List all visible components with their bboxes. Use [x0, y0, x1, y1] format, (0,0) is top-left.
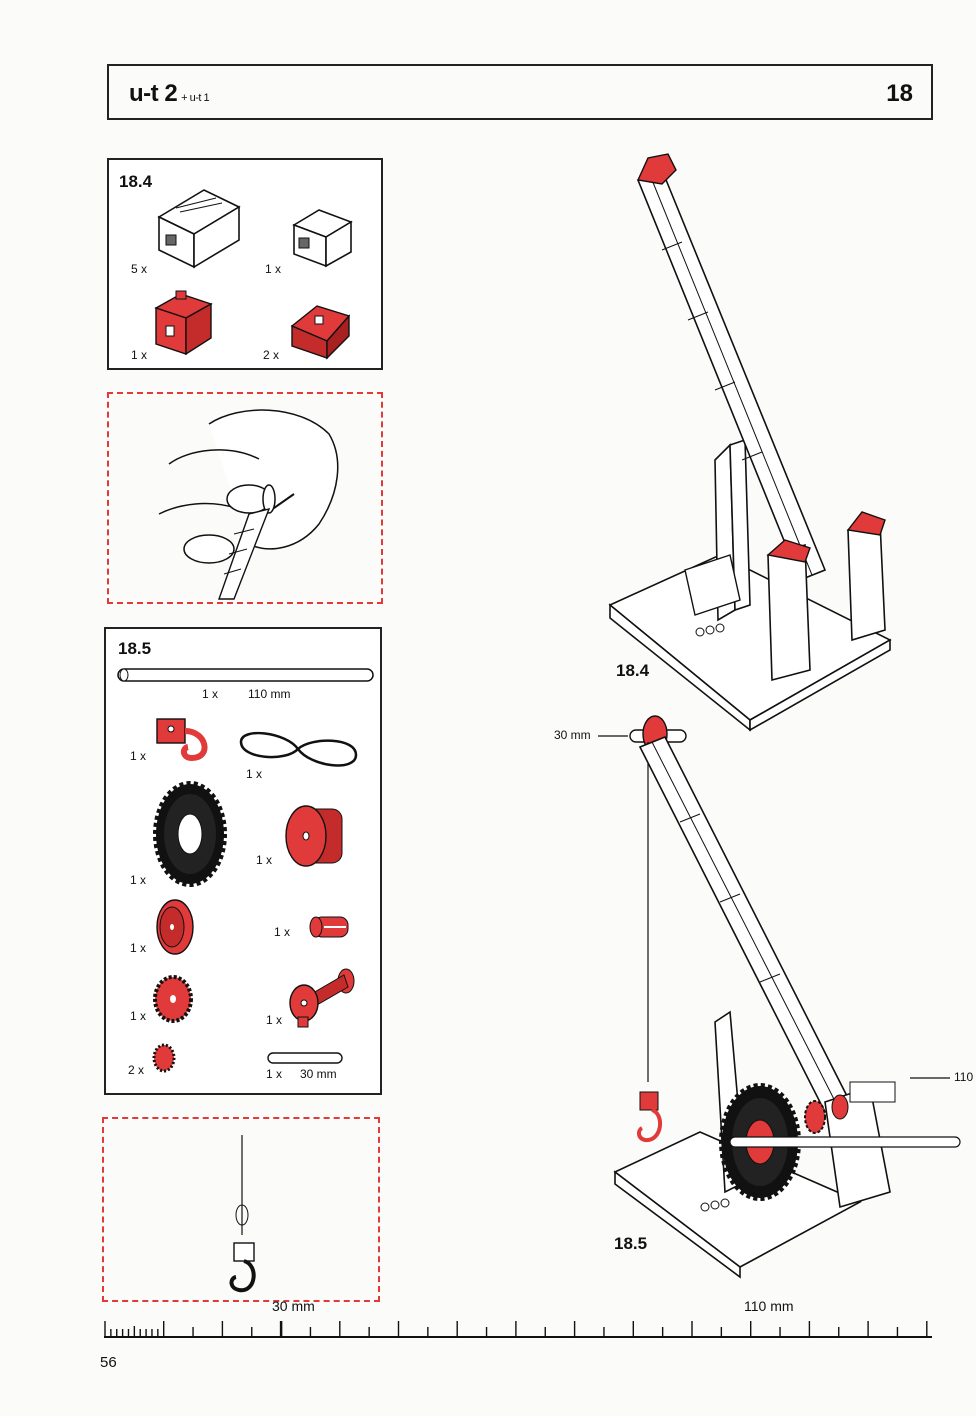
- red-clip-icon: [309, 916, 349, 938]
- qty-label: 1 x: [130, 1009, 147, 1023]
- qty-label: 1 x: [265, 262, 282, 276]
- hand-assembly-illustration: [158, 409, 339, 600]
- model-subtitle: + u-t 1: [181, 92, 210, 104]
- length-label: 110 mm: [248, 687, 291, 701]
- qty-label: 1 x: [202, 687, 219, 701]
- ruler-label-110mm: 110 mm: [744, 1298, 794, 1314]
- page-number: 56: [100, 1354, 117, 1371]
- qty-label: 1 x: [246, 767, 263, 781]
- red-gear-small-icon: [152, 1043, 176, 1073]
- qty-label: 1 x: [131, 348, 148, 362]
- step-code: 18: [886, 80, 913, 107]
- assembly-detail-hand: [107, 392, 383, 604]
- measurement-ruler: [104, 1321, 932, 1338]
- panel-title: 18.4: [119, 172, 153, 191]
- qty-label: 5 x: [131, 262, 148, 276]
- qty-label: 1 x: [256, 853, 273, 867]
- panel-title: 18.5: [118, 639, 152, 658]
- red-gear-large-icon: [153, 975, 193, 1023]
- model-title: u-t 2+ u-t 1: [129, 80, 210, 107]
- axle-30mm-icon: [267, 1052, 343, 1064]
- building-block-30-icon: [157, 189, 241, 269]
- red-hub-icon: [285, 805, 343, 867]
- qty-label: 1 x: [274, 925, 291, 939]
- callout-110: 110: [954, 1070, 974, 1084]
- building-block-15-icon: [292, 209, 353, 268]
- figure-label-18-5: 18.5: [614, 1234, 648, 1253]
- hook-string-illustration: [229, 1135, 256, 1293]
- red-pulley-icon: [156, 899, 194, 955]
- red-roof-block-icon: [290, 305, 351, 360]
- red-angle-block-icon: [154, 290, 213, 356]
- length-label: 30 mm: [300, 1067, 337, 1081]
- qty-label: 1 x: [266, 1067, 283, 1081]
- figure-label-18-4: 18.4: [616, 661, 650, 680]
- assembly-detail-hook: [102, 1117, 380, 1302]
- crane-18-4-illustration: [608, 153, 892, 732]
- qty-label: 1 x: [266, 1013, 283, 1027]
- crane-18-5-illustration: [598, 715, 961, 1279]
- callout-30mm: 30 mm: [554, 728, 591, 742]
- qty-label: 1 x: [130, 941, 147, 955]
- qty-label: 1 x: [130, 749, 147, 763]
- qty-label: 1 x: [130, 873, 147, 887]
- qty-label: 2 x: [263, 348, 280, 362]
- parts-panel-18-5: 18.5 1 x 110 mm 1 x 1 x 1 x 1 x 1 x 1 x: [104, 627, 382, 1095]
- ruler-label-30mm: 30 mm: [272, 1298, 315, 1314]
- page-header: u-t 2+ u-t 1 18: [107, 64, 933, 120]
- axle-110mm-icon: [117, 668, 374, 682]
- parts-panel-18-4: 18.4 5 x 1 x 1 x 2 x: [107, 158, 383, 370]
- rubber-band-icon: [239, 731, 358, 767]
- red-winch-drum-icon: [289, 968, 355, 1028]
- black-gear-wheel-icon: [153, 781, 227, 887]
- red-hook-icon: [156, 718, 208, 762]
- qty-label: 2 x: [128, 1063, 145, 1077]
